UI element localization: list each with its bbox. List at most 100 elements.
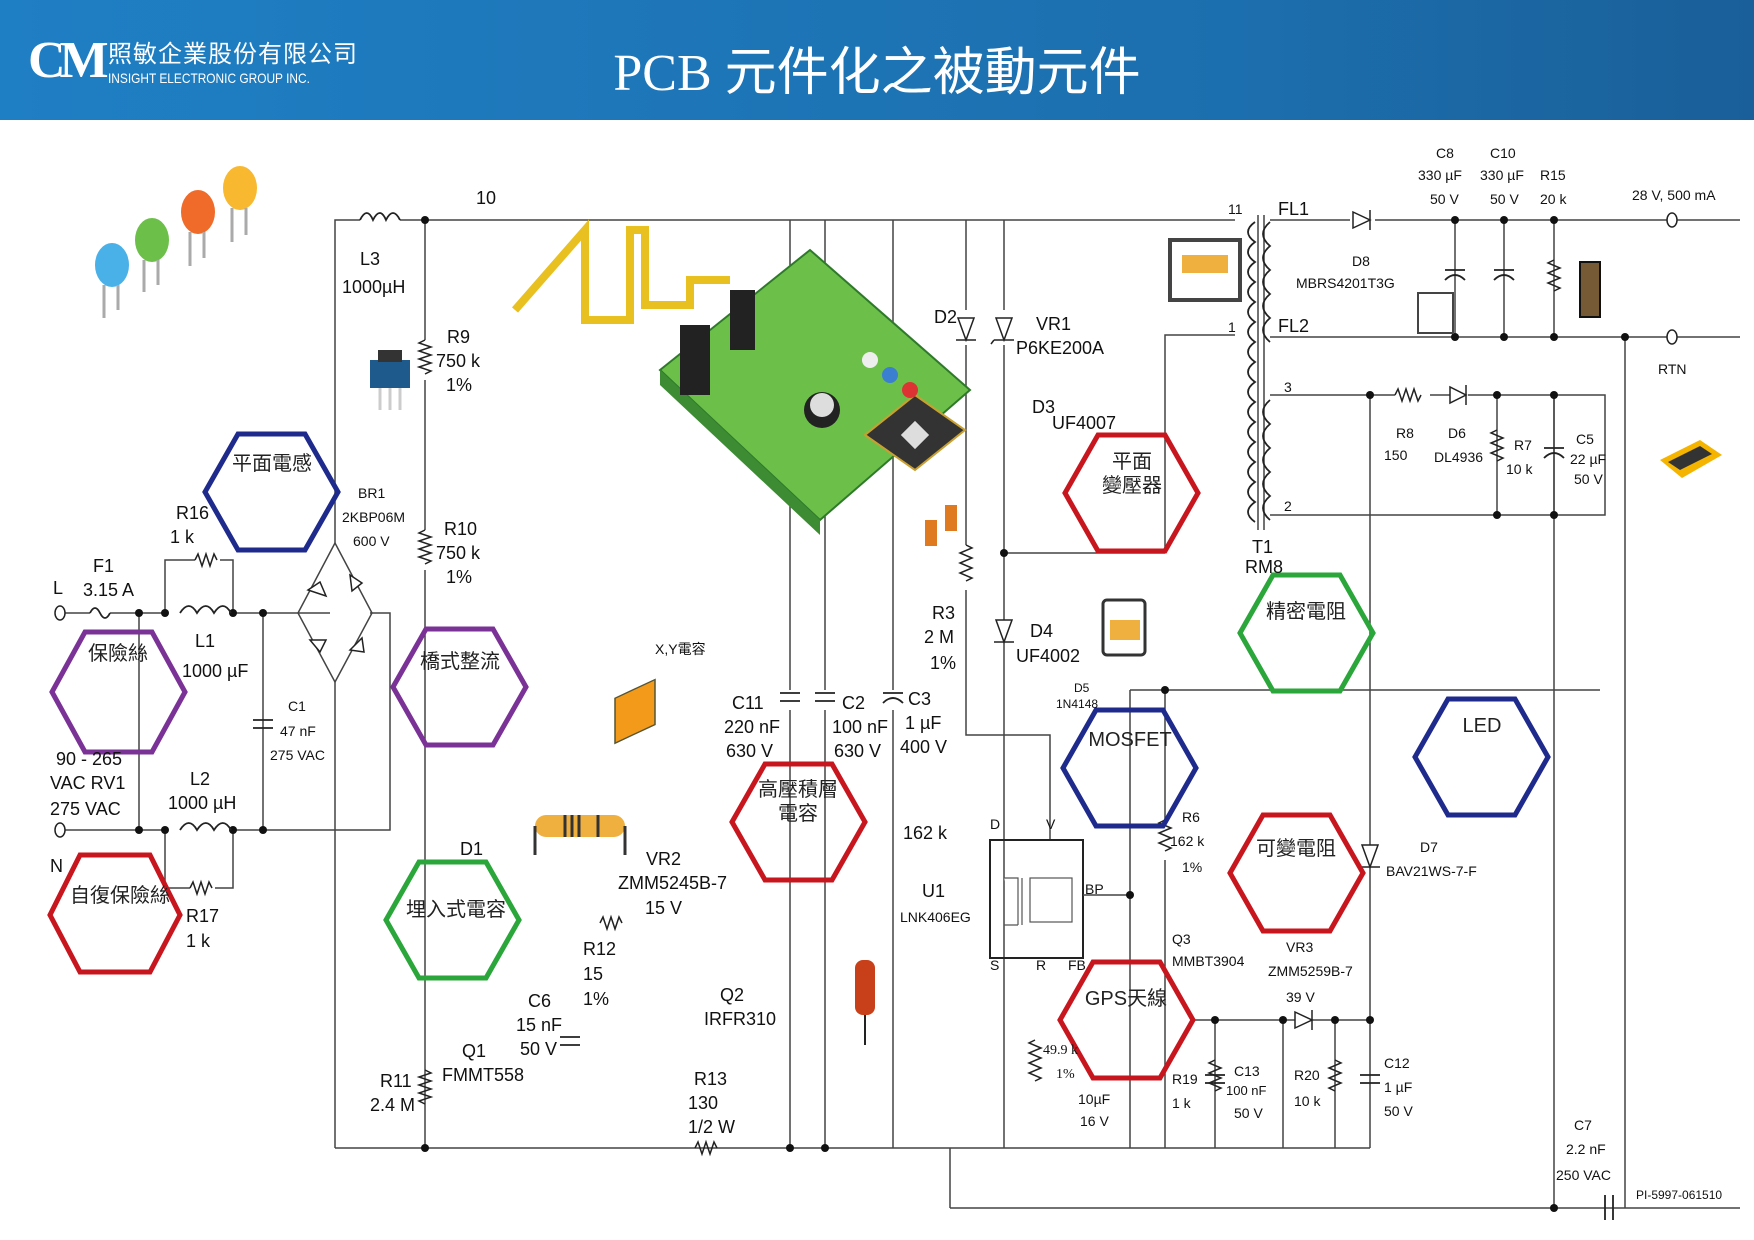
label-C3-voltage: 400 V <box>900 737 948 757</box>
label-Q1: Q1 <box>462 1041 487 1061</box>
label-C7-value: 2.2 nF <box>1566 1141 1606 1157</box>
label-VR2-voltage: 15 V <box>645 898 683 918</box>
inductor-symbols <box>89 212 1272 832</box>
diode-symbols <box>306 210 1468 1030</box>
label-C11-voltage: 630 V <box>726 741 774 761</box>
label-pin-FB: FB <box>1068 957 1086 973</box>
label-R49: 49.9 k <box>1043 1043 1078 1058</box>
led-illustration <box>95 166 257 318</box>
label-BR1: BR1 <box>358 485 386 501</box>
label-C10-voltage: 50 V <box>1490 191 1519 207</box>
label-RTN: RTN <box>1658 361 1687 377</box>
label-R8: R8 <box>1396 425 1414 441</box>
label-D2: D2 <box>934 307 958 327</box>
xy-capacitor-label: X,Y電容 <box>655 641 706 657</box>
terminals <box>54 212 1678 838</box>
label-Q3: Q3 <box>1172 931 1191 947</box>
label-L2: L2 <box>190 769 211 789</box>
hexagon-led <box>1412 696 1551 818</box>
label-VR3-value: ZMM5259B-7 <box>1268 963 1353 979</box>
hex-label-hv-mlcc: 高壓積層 電容 <box>758 779 838 825</box>
label-T1-value: RM8 <box>1245 557 1284 577</box>
label-BR1-voltage: 600 V <box>353 533 390 549</box>
label-C13-voltage: 50 V <box>1234 1105 1263 1121</box>
label-L3-value: 1000µH <box>342 277 406 297</box>
hexagon-mosfet <box>1060 707 1199 829</box>
company-name-cn: 照敏企業股份有限公司 <box>108 41 358 68</box>
hex-label-led: LED <box>1462 715 1502 737</box>
label-C12-voltage: 50 V <box>1384 1103 1413 1119</box>
label-pin-2: 2 <box>1284 498 1292 514</box>
label-C13-value: 100 nF <box>1226 1083 1267 1098</box>
label-R17-value: 1 k <box>186 931 211 951</box>
label-VR2: VR2 <box>646 849 682 869</box>
label-pin-1: 1 <box>1228 319 1236 335</box>
label-D6-value: DL4936 <box>1434 449 1484 465</box>
header-banner: CM 照敏企業股份有限公司 INSIGHT ELECTRONIC GROUP I… <box>0 0 1754 120</box>
label-D3: D3 <box>1032 397 1056 417</box>
label-F1-value: 3.15 A <box>83 580 135 600</box>
label-L1-value: 1000 µF <box>182 661 249 681</box>
label-L3: L3 <box>360 249 381 269</box>
label-C8-voltage: 50 V <box>1430 191 1459 207</box>
hex-label-gps-antenna: GPS天線 <box>1084 988 1168 1010</box>
label-R13: R13 <box>694 1069 728 1089</box>
label-VR3: VR3 <box>1286 939 1314 955</box>
label-C7-voltage: 250 VAC <box>1556 1167 1611 1183</box>
label-R10-value: 750 k <box>436 543 481 563</box>
label-R16-value: 1 k <box>170 527 195 547</box>
label-R12-value: 15 <box>583 964 604 984</box>
label-C11-value: 220 nF <box>724 717 781 737</box>
label-pin-BP: BP <box>1085 881 1104 897</box>
component-icons <box>370 238 1722 1045</box>
company-logo: CM <box>28 32 109 89</box>
label-FL2: FL2 <box>1278 316 1310 336</box>
label-C3-value: 1 µF <box>905 713 942 733</box>
label-D1: D1 <box>460 839 484 859</box>
label-U1: U1 <box>922 881 946 901</box>
label-R17: R17 <box>186 906 220 926</box>
label-D8: D8 <box>1352 253 1370 269</box>
page-title: PCB 元件化之被動元件 <box>613 45 1141 102</box>
label-C2-value: 100 nF <box>832 717 889 737</box>
label-L: L <box>53 578 64 598</box>
label-C8-value: 330 µF <box>1418 167 1462 183</box>
label-Q2-value: IRFR310 <box>704 1009 777 1029</box>
label-R12: R12 <box>583 939 617 959</box>
label-C5: C5 <box>1576 431 1594 447</box>
label-R13-power: 1/2 W <box>688 1117 736 1137</box>
label-R10-tolerance: 1% <box>446 567 473 587</box>
label-C10uF-voltage: 16 V <box>1080 1113 1109 1129</box>
square-wave-graphic <box>511 219 730 324</box>
label-BR1-value: 2KBP06M <box>342 509 406 525</box>
label-U1-value: LNK406EG <box>900 909 971 925</box>
hexagon-planar-inductor <box>202 431 341 553</box>
label-VR2-value: ZMM5245B-7 <box>618 873 728 893</box>
label-C6: C6 <box>528 991 552 1011</box>
label-node-10: 10 <box>476 188 497 208</box>
label-R11: R11 <box>380 1071 412 1091</box>
label-C3: C3 <box>908 689 932 709</box>
label-R8-value: 150 <box>1384 447 1408 463</box>
label-FL1: FL1 <box>1278 199 1310 219</box>
hex-label-mosfet: MOSFET <box>1088 729 1172 751</box>
label-R9-value: 750 k <box>436 351 481 371</box>
label-D6: D6 <box>1448 425 1466 441</box>
label-D5: D5 <box>1074 681 1090 695</box>
label-L2-value: 1000 µH <box>168 793 237 813</box>
hexagon-gps-antenna <box>1057 959 1196 1081</box>
company-name-en: INSIGHT ELECTRONIC GROUP INC. <box>108 70 310 86</box>
label-R20-value: 10 k <box>1294 1093 1321 1109</box>
label-D3-value: UF4007 <box>1052 413 1117 433</box>
label-pin-11: 11 <box>1228 201 1243 217</box>
label-162k: 162 k <box>903 823 948 843</box>
label-R3: R3 <box>932 603 956 623</box>
label-R3-value: 2 M <box>924 627 955 647</box>
label-D8-value: MBRS4201T3G <box>1296 275 1395 291</box>
hex-label-bridge-rectifier: 橋式整流 <box>420 651 500 673</box>
hexagon-frames <box>47 431 1551 1081</box>
label-T1: T1 <box>1252 537 1274 557</box>
label-pin-3: 3 <box>1284 379 1292 395</box>
hex-label-planar-transformer: 平面 變壓器 <box>1102 451 1162 497</box>
